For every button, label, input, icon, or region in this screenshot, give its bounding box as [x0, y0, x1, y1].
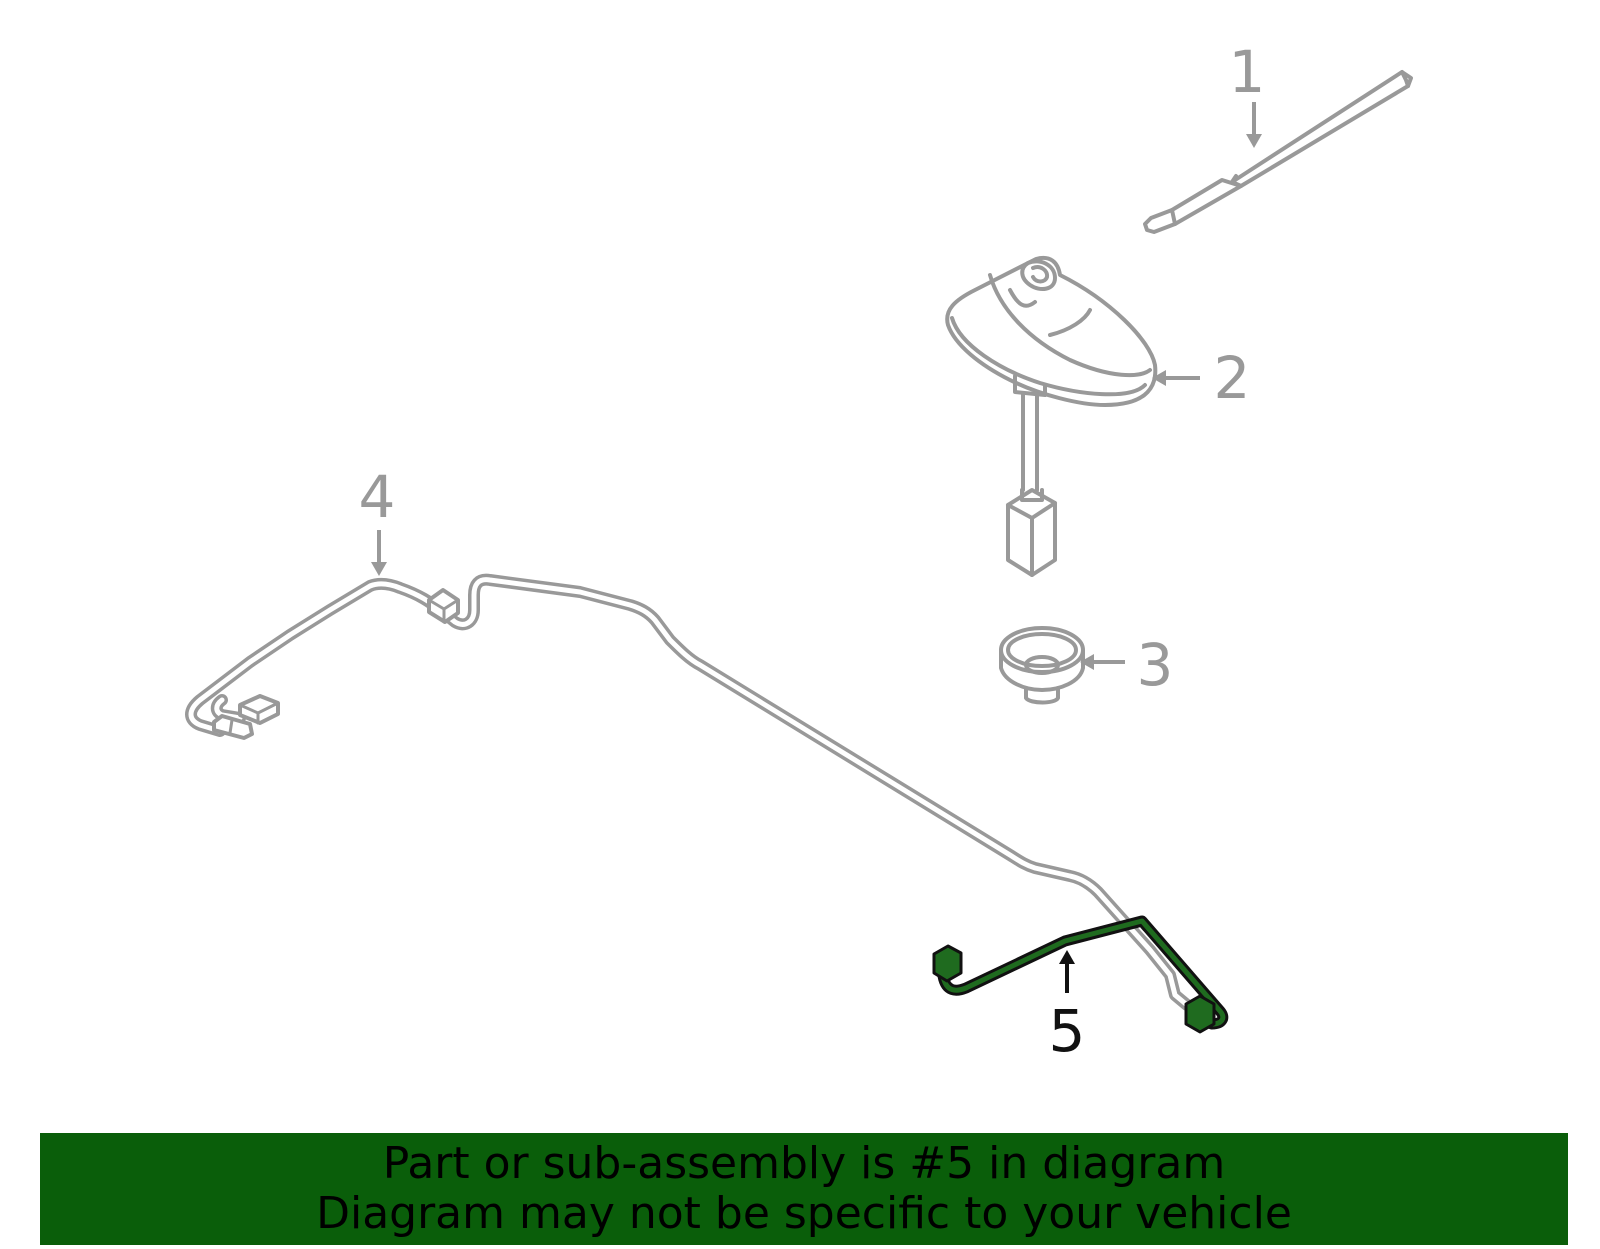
callout-2: 2 [1214, 344, 1251, 412]
callout-1-arrow [1246, 102, 1262, 148]
callout-5: 5 [1049, 997, 1086, 1065]
info-banner: Part or sub-assembly is #5 in diagram Di… [40, 1133, 1568, 1245]
callout-3: 3 [1137, 631, 1174, 699]
part-5-highlighted-cable[interactable] [932, 915, 1229, 1034]
part-1-antenna-mast[interactable] [1143, 70, 1413, 234]
part-3-seal[interactable] [999, 626, 1085, 705]
callout-4: 4 [359, 463, 396, 531]
callout-5-arrow [1059, 950, 1075, 993]
banner-line-2: Diagram may not be specific to your vehi… [316, 1188, 1292, 1239]
callout-4-arrow [371, 530, 387, 576]
part-2-antenna-base[interactable] [945, 255, 1158, 577]
callout-2-arrow [1152, 370, 1200, 386]
callout-3-arrow [1080, 654, 1125, 670]
callout-1: 1 [1229, 38, 1266, 106]
part-4-antenna-cable[interactable] [185, 573, 1193, 1011]
banner-line-1: Part or sub-assembly is #5 in diagram [382, 1138, 1226, 1189]
